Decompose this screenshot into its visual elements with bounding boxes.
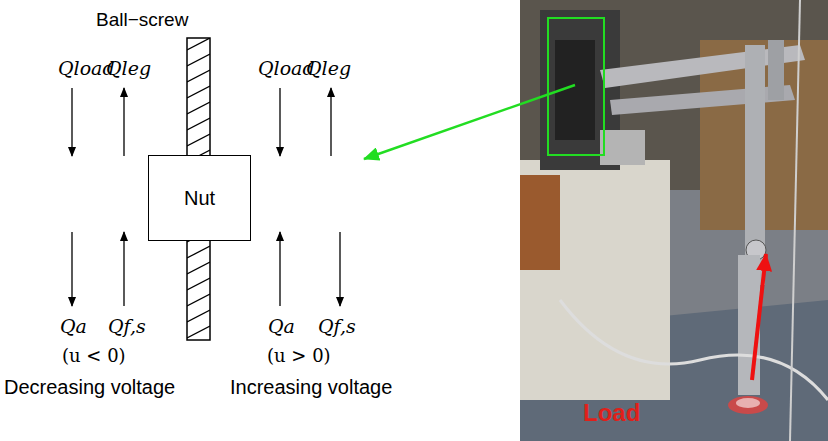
node-text: Nut — [184, 187, 215, 210]
load-label: Load — [583, 400, 640, 426]
condition-label: (u < 0) — [62, 346, 126, 366]
force-label: Qleg — [106, 58, 151, 79]
force-label: Qa — [60, 316, 87, 337]
force-label: Qf,s — [318, 316, 356, 337]
force-label: Qa — [268, 316, 295, 337]
force-arrows — [72, 88, 340, 306]
part-name: Ball−screw — [96, 10, 188, 31]
force-label: Qleg — [306, 58, 351, 79]
case-caption: Decreasing voltage — [4, 376, 175, 398]
case-caption: Increasing voltage — [230, 376, 392, 398]
nut-box: Nut — [148, 155, 251, 241]
force-label: Qf,s — [108, 316, 146, 337]
condition-label: (u > 0) — [267, 346, 331, 366]
robot-photo — [364, 0, 828, 441]
